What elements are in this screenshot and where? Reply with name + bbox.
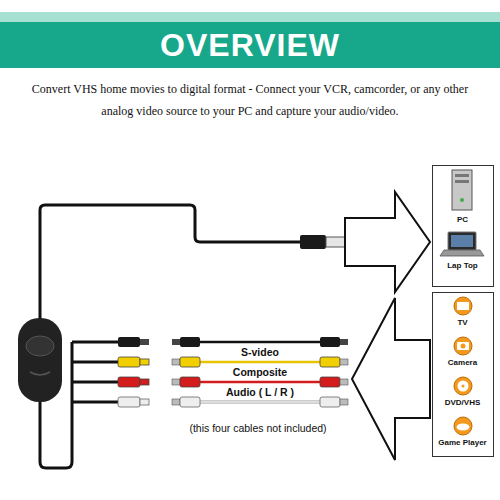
- disc: [458, 381, 469, 392]
- disc-hole: [462, 385, 465, 388]
- jack-tip: [140, 379, 149, 385]
- jack-tip: [140, 339, 149, 345]
- jack-tip: [140, 359, 149, 365]
- tv-screen: [457, 302, 469, 310]
- audio-plug: [180, 397, 200, 407]
- usb-cable: [40, 205, 300, 320]
- jack-tip: [140, 399, 149, 405]
- note-text: (this four cables not included): [189, 422, 326, 434]
- title-banner: [0, 22, 500, 68]
- tail-cable: [72, 341, 118, 344]
- usb-plug: [300, 235, 326, 249]
- source-box: TV CameraDVD/VHS Game Player: [432, 292, 494, 457]
- dvd-icon: [454, 377, 472, 395]
- gamepad: [457, 424, 470, 431]
- tail-cable: [72, 381, 118, 384]
- cable-label: Composite: [233, 366, 287, 378]
- composite-plug: [180, 357, 200, 367]
- drive-bay: [455, 174, 469, 177]
- banner-strip: [0, 12, 500, 22]
- plug-tip: [172, 399, 180, 405]
- composite-plug: [320, 357, 340, 367]
- device-ridge: [30, 372, 50, 375]
- device-button: [26, 336, 54, 356]
- power-light: [460, 198, 464, 202]
- camera-icon: [454, 337, 472, 355]
- block-arrow: [352, 298, 430, 460]
- audio-cable: [200, 401, 320, 403]
- device-label: Lap Top: [447, 261, 478, 271]
- plug-tip: [340, 399, 348, 405]
- svideo-jack: [118, 337, 140, 347]
- camera-lens: [461, 344, 466, 349]
- plug-tip: [340, 339, 348, 345]
- intro-text: Convert VHS home movies to digital forma…: [15, 78, 485, 122]
- plug-tip: [172, 359, 180, 365]
- audio-jack: [118, 397, 140, 407]
- tail-cable: [72, 401, 118, 404]
- device-label: Camera: [448, 358, 477, 368]
- composite-cable: [200, 361, 320, 364]
- audio-plug: [320, 377, 340, 387]
- tv-icon: [454, 297, 472, 315]
- audio-cable: [200, 381, 320, 384]
- camera-body: [457, 342, 469, 350]
- svideo-plug: [180, 337, 200, 347]
- laptop-screen: [451, 235, 473, 247]
- device-label: PC: [457, 215, 468, 225]
- audio-plug: [320, 397, 340, 407]
- plug-tip: [340, 379, 348, 385]
- cable-label: S-video: [241, 346, 279, 358]
- computer-box: PC Lap Top: [432, 165, 494, 287]
- laptop-icon: [448, 232, 476, 250]
- plug-tip: [340, 359, 348, 365]
- cable-label: Audio ( L / R ): [226, 386, 294, 398]
- audio-jack: [118, 377, 140, 387]
- game-icon: [454, 417, 472, 435]
- svideo-cable: [200, 341, 320, 344]
- device-label: Game Player: [438, 438, 486, 448]
- usb-tip: [326, 237, 346, 247]
- svideo-plug: [320, 337, 340, 347]
- plug-tip: [172, 379, 180, 385]
- plug-tip: [172, 339, 180, 345]
- laptop-base: [440, 250, 484, 256]
- pc-tower-icon: [452, 170, 472, 210]
- device-label: TV: [457, 318, 467, 328]
- av-cable: [40, 342, 72, 468]
- drive-bay: [455, 180, 469, 183]
- capture-device: [18, 318, 62, 402]
- composite-jack: [118, 357, 140, 367]
- audio-cable: [200, 401, 320, 404]
- device-label: DVD/VHS: [445, 398, 481, 408]
- tail-cable: [72, 361, 118, 364]
- page-title: OVERVIEW: [0, 22, 500, 68]
- audio-plug: [180, 377, 200, 387]
- block-arrow: [345, 192, 430, 292]
